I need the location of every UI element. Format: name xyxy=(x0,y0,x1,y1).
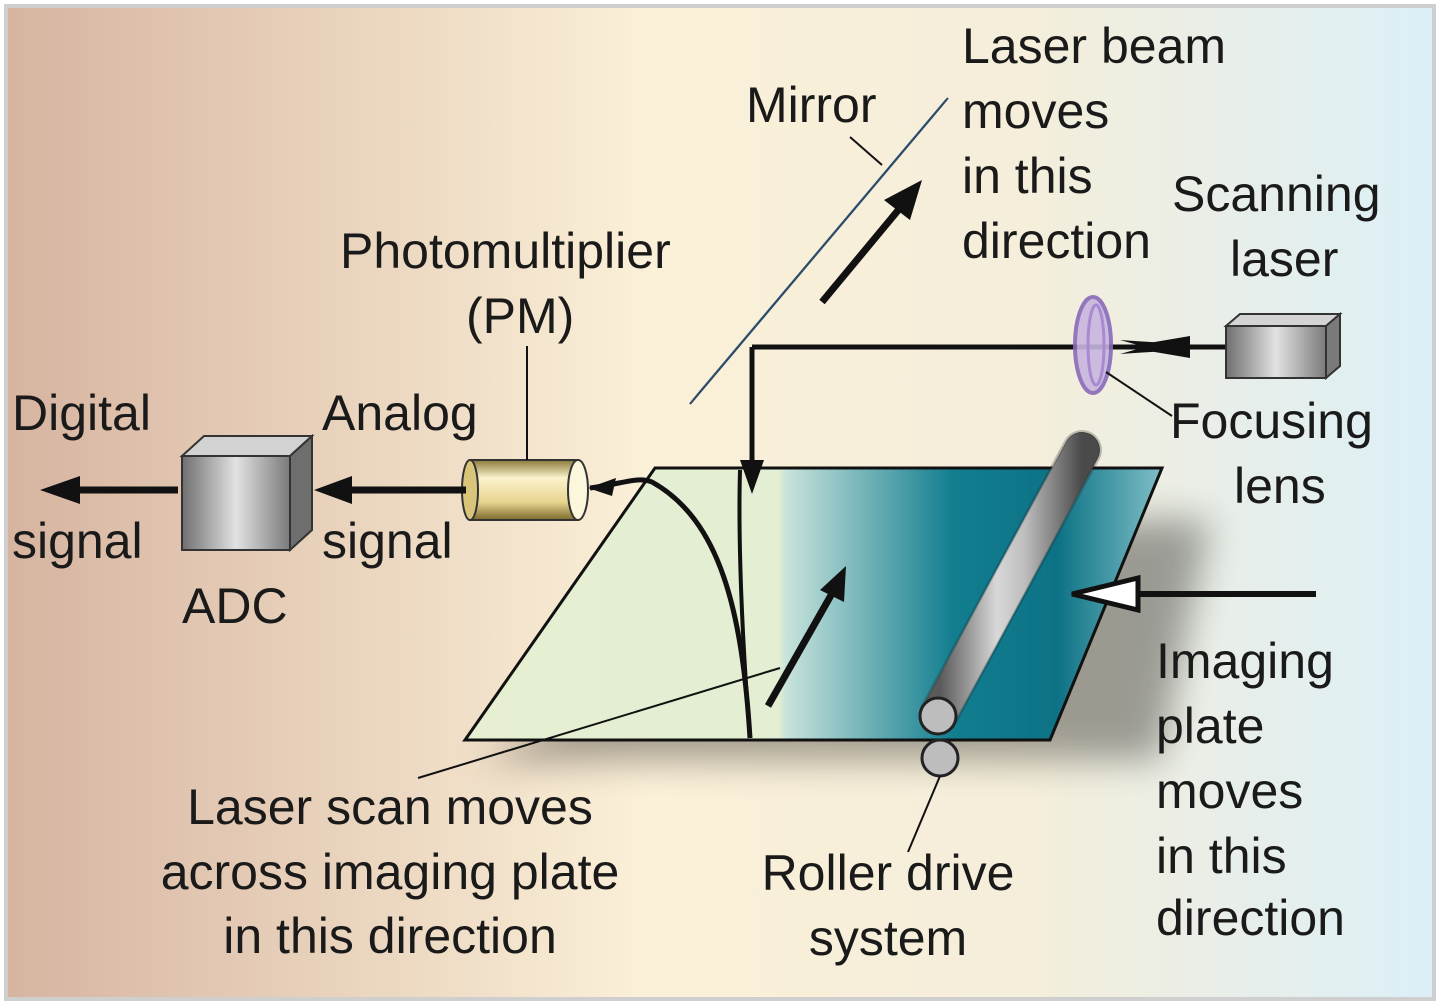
label-imaging-plate-moves: Imaging plate moves in this direction xyxy=(1156,633,1345,946)
laser-box-top xyxy=(1223,313,1343,327)
label-line: signal xyxy=(322,513,453,569)
label-line: laser xyxy=(1230,231,1338,287)
laser-output-arrowhead-2 xyxy=(1125,336,1190,358)
beam-direction-arrow xyxy=(819,205,903,305)
label-line: Digital xyxy=(12,385,151,441)
label-scanning-laser: Scanning laser xyxy=(1172,166,1381,287)
scan-label-leader-line xyxy=(417,667,781,779)
mirror-leader-line xyxy=(849,136,883,166)
roller-leader-line xyxy=(907,775,941,853)
roller-lower-end xyxy=(920,738,960,778)
focusing-lens-inner xyxy=(1086,303,1106,387)
label-line: system xyxy=(809,910,967,966)
label-line: lens xyxy=(1234,458,1326,514)
lens-leader-line xyxy=(1105,371,1173,417)
adc-box-side xyxy=(289,433,313,553)
label-line: Imaging xyxy=(1156,633,1334,689)
label-line: Roller drive xyxy=(762,845,1015,901)
label-line: moves xyxy=(1156,763,1303,819)
label-line: Focusing xyxy=(1170,393,1373,449)
plate-direction-arrowhead xyxy=(1071,574,1141,614)
label-photomultiplier: Photomultiplier (PM) xyxy=(340,223,671,344)
label-line: in this xyxy=(1156,828,1287,884)
beam-direction-arrowhead xyxy=(884,180,922,220)
label-line: Laser beam xyxy=(962,18,1226,74)
label-line: Photomultiplier xyxy=(340,223,671,279)
label-line: ADC xyxy=(182,578,288,634)
label-laser-scan-moves: Laser scan moves across imaging plate in… xyxy=(161,779,620,964)
laser-box-side xyxy=(1325,311,1341,381)
pm-window xyxy=(567,459,589,521)
digital-signal-arrowhead xyxy=(40,476,80,504)
label-line: Laser scan moves xyxy=(187,779,593,835)
mirror-edge xyxy=(689,97,949,405)
label-digital-signal: Digital signal xyxy=(12,385,151,569)
label-laser-beam-moves: Laser beam moves in this direction xyxy=(962,18,1226,269)
analog-signal-arrowhead xyxy=(314,476,352,504)
label-roller-drive-system: Roller drive system xyxy=(762,845,1015,966)
laser-beam-arrowhead-down xyxy=(740,460,764,494)
label-line: plate xyxy=(1156,698,1264,754)
photomultiplier xyxy=(469,459,579,521)
label-line: (PM) xyxy=(466,288,574,344)
label-line: in this xyxy=(962,148,1093,204)
label-line: Analog xyxy=(322,385,478,441)
scan-direction-arrowhead xyxy=(820,566,846,602)
adc-box xyxy=(181,455,291,551)
label-focusing-lens: Focusing lens xyxy=(1170,393,1373,514)
label-analog-signal: Analog signal xyxy=(322,385,478,569)
label-adc: ADC xyxy=(182,578,288,634)
label-line: in this direction xyxy=(223,908,557,964)
scan-line xyxy=(737,469,752,739)
label-line: signal xyxy=(12,513,143,569)
label-line: Scanning xyxy=(1172,166,1381,222)
label-line: direction xyxy=(1156,890,1345,946)
scanning-laser-box xyxy=(1225,325,1327,379)
imaging-plate xyxy=(462,466,1165,742)
label-line: moves xyxy=(962,83,1109,139)
label-line: Mirror xyxy=(746,77,877,133)
label-line: direction xyxy=(962,213,1151,269)
label-mirror: Mirror xyxy=(746,77,877,133)
label-line: across imaging plate xyxy=(161,844,620,900)
roller-upper-body xyxy=(923,433,1099,729)
light-collection-path xyxy=(589,477,753,739)
light-arrowhead xyxy=(588,478,616,496)
scan-direction-arrow xyxy=(764,588,838,708)
roller-upper-end xyxy=(918,696,958,736)
